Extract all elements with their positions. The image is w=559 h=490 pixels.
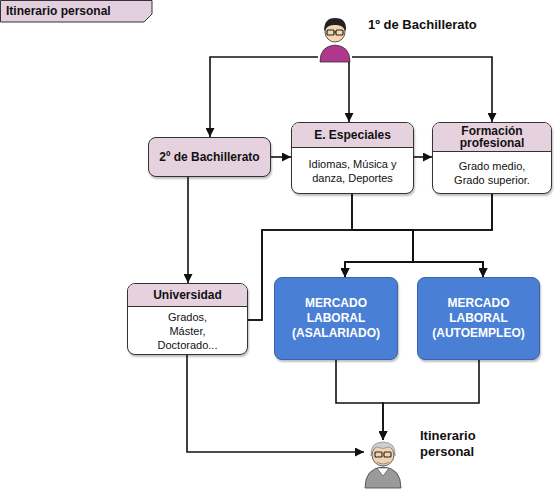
connector xyxy=(187,355,364,452)
connector xyxy=(413,194,492,277)
title-holder: Itinerario personal xyxy=(6,4,111,18)
connector xyxy=(248,230,413,320)
title-tab xyxy=(1,1,153,23)
connector xyxy=(345,194,413,277)
person-icon: 1º de Bachillerato xyxy=(318,18,352,62)
outcome-label: MERCADO LABORAL (AUTOEMPLEO) xyxy=(427,296,531,341)
connector xyxy=(348,62,350,122)
connector xyxy=(414,156,432,158)
elder-icon xyxy=(365,442,401,488)
box-heading: E. Especiales xyxy=(292,123,413,148)
titled-box: Formación profesionalGrado medio, Grado … xyxy=(432,122,552,194)
outcome-box: MERCADO LABORAL (ASALARIADO) xyxy=(274,277,398,360)
process-box: 2º de Bachillerato xyxy=(148,137,271,177)
box-body: Grado medio, Grado superior. xyxy=(444,159,540,187)
outcome-box: MERCADO LABORAL (AUTOEMPLEO) xyxy=(417,277,540,360)
outcome-label: MERCADO LABORAL (ASALARIADO) xyxy=(284,296,388,341)
connector xyxy=(248,230,483,320)
box-body: Grados, Máster, Doctorado... xyxy=(155,310,221,352)
person-label: Itinerario personal xyxy=(420,428,500,460)
titled-box: E. EspecialesIdiomas, Música y danza, De… xyxy=(291,122,414,194)
box-heading: Universidad xyxy=(128,284,247,307)
connector xyxy=(210,57,318,137)
connector xyxy=(271,156,291,158)
box-body: Idiomas, Música y danza, Deportes xyxy=(308,157,398,185)
person-label: 1º de Bachillerato xyxy=(368,17,477,32)
person-icon: Itinerario personal xyxy=(364,440,402,488)
titled-box: UniversidadGrados, Máster, Doctorado... xyxy=(127,283,248,355)
connector xyxy=(336,360,383,440)
connector xyxy=(187,177,189,283)
connector xyxy=(383,360,479,440)
box-heading: Formación profesional xyxy=(433,123,551,152)
student-icon xyxy=(320,18,350,62)
connector xyxy=(352,194,483,277)
box-label: 2º de Bachillerato xyxy=(159,150,259,164)
diagram-title: Itinerario personal xyxy=(6,4,111,18)
connector xyxy=(345,194,492,277)
connector xyxy=(352,57,492,122)
